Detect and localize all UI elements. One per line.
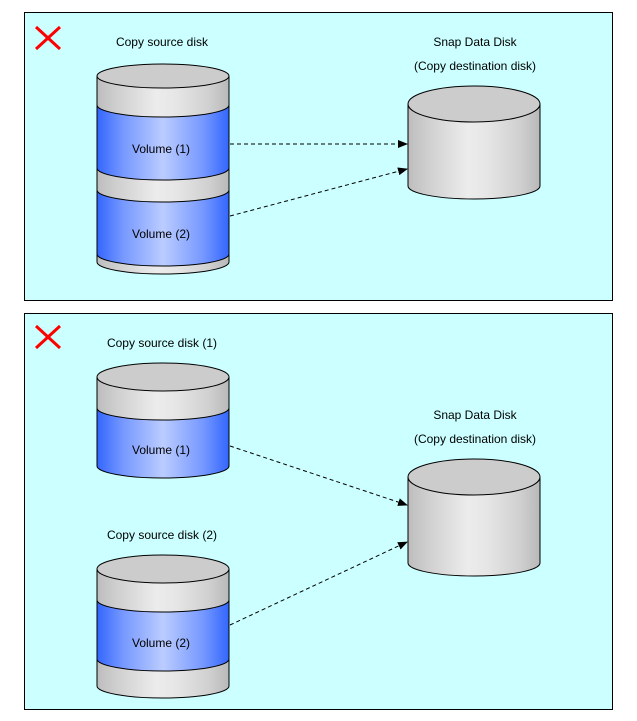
source-disk-2-title: Copy source disk (2) xyxy=(107,528,217,542)
volume-1-label: Volume (1) xyxy=(132,142,190,156)
dest-disk-subtitle: (Copy destination disk) xyxy=(414,432,536,446)
volume-1-segment xyxy=(96,104,230,181)
source-disk-1 xyxy=(96,362,230,479)
dest-disk-subtitle: (Copy destination disk) xyxy=(414,59,536,73)
snap-data-disk xyxy=(407,85,541,200)
disk-top xyxy=(96,63,230,89)
source-disk-1-title: Copy source disk (1) xyxy=(107,336,217,350)
x-mark-icon xyxy=(34,324,62,350)
source-disk-2 xyxy=(96,554,230,699)
volume-2-label: Volume (2) xyxy=(132,227,190,241)
volume-2-segment xyxy=(96,189,230,267)
x-mark-icon xyxy=(34,25,62,51)
dest-disk-title: Snap Data Disk xyxy=(433,35,517,49)
dest-disk-title: Snap Data Disk xyxy=(433,408,517,422)
copy-arrow-2 xyxy=(229,167,408,217)
source-disk xyxy=(96,63,230,275)
volume-2-label: Volume (2) xyxy=(132,636,190,650)
source-disk-title: Copy source disk xyxy=(116,35,209,49)
volume-1-label: Volume (1) xyxy=(132,443,190,457)
copy-arrow-1 xyxy=(229,445,408,506)
snap-data-disk xyxy=(407,458,541,577)
volume-1-segment xyxy=(96,407,230,479)
volume-2-segment xyxy=(96,599,230,672)
copy-arrow-2 xyxy=(229,541,408,626)
